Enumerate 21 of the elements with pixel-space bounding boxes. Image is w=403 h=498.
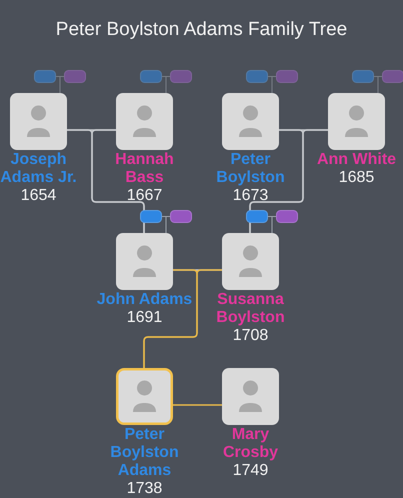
birth-year: 1685	[338, 169, 374, 186]
person-name: John Adams	[96, 291, 192, 308]
person-name: Peter Boylston	[216, 151, 285, 186]
person-name: Joseph Adams Jr.	[0, 151, 77, 186]
birth-year: 1673	[232, 187, 268, 204]
descent-line	[249, 129, 328, 233]
birth-year: 1708	[232, 327, 268, 344]
person-name: Ann White	[316, 151, 396, 168]
person-name: Mary Crosby	[222, 426, 278, 461]
birth-year: 1691	[126, 309, 162, 326]
person-name: Susanna Boylston	[216, 291, 285, 326]
birth-year: 1667	[126, 187, 162, 204]
birth-year: 1749	[232, 462, 268, 479]
couple-line	[173, 404, 222, 406]
birth-year: 1738	[126, 480, 162, 497]
person-name: Peter Boylston Adams	[110, 426, 179, 479]
birth-year: 1654	[20, 187, 56, 204]
person-name: Hannah Bass	[115, 151, 174, 186]
descent-line	[143, 269, 222, 368]
title: Peter Boylston Adams Family Tree	[56, 19, 348, 41]
descent-line	[91, 129, 145, 233]
